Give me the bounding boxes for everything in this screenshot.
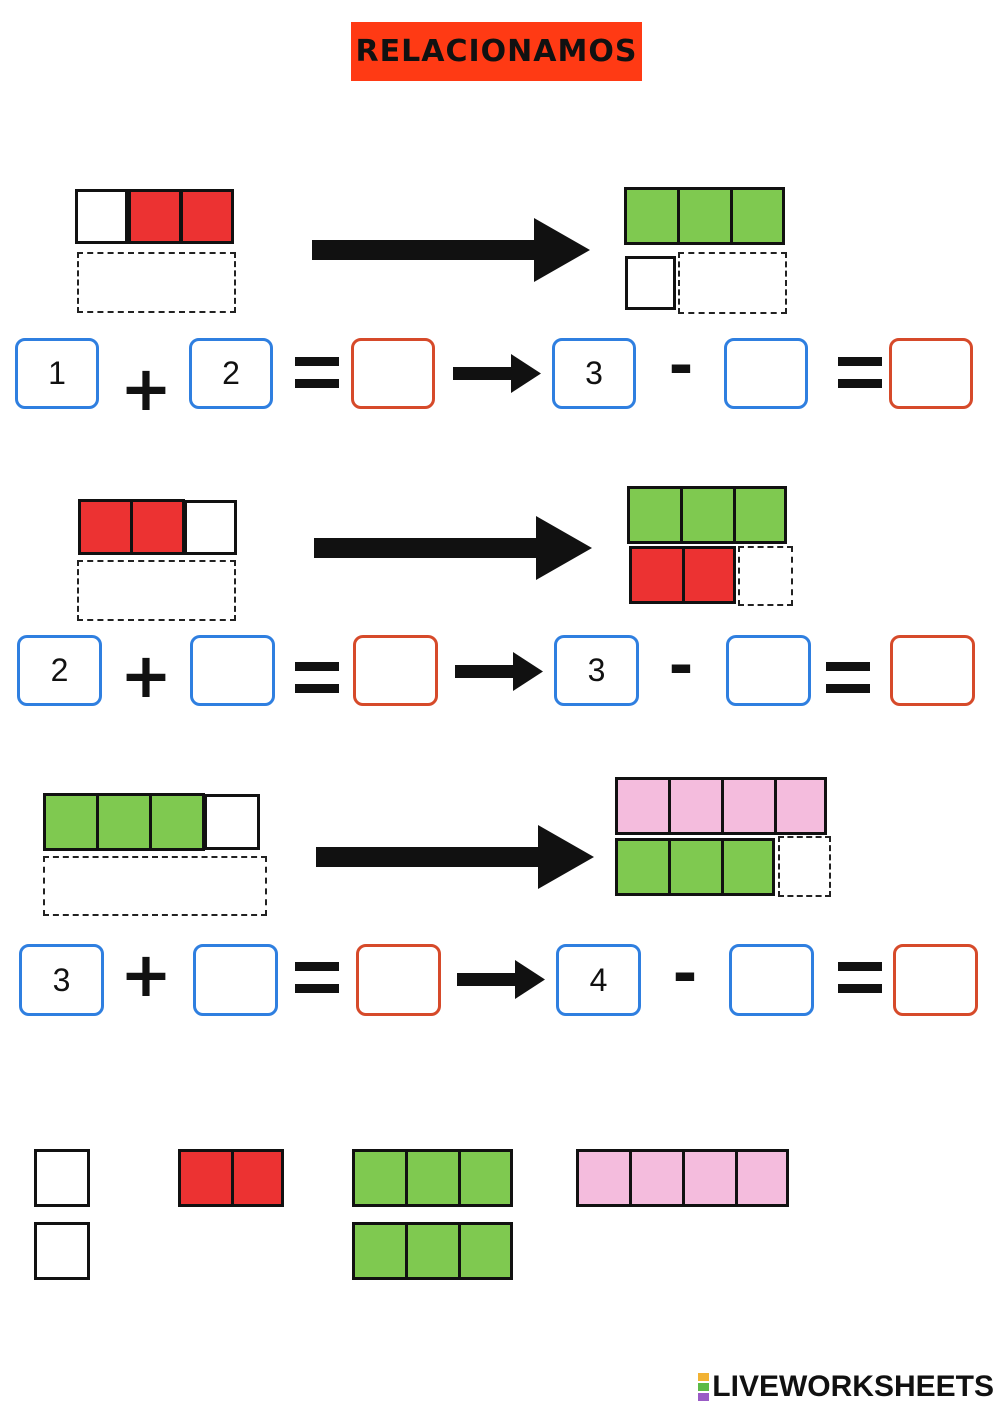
drop-zone[interactable] <box>77 560 236 621</box>
block-unit-red <box>130 499 185 555</box>
answer-input-subtrahend[interactable] <box>724 338 808 409</box>
plus-sign: + <box>120 938 172 1011</box>
answer-input-sum[interactable] <box>351 338 435 409</box>
plus-sign: + <box>120 639 172 712</box>
equals-sign <box>838 357 882 391</box>
draggable-piece-red-2[interactable] <box>178 1149 284 1207</box>
arrow-icon <box>314 516 592 580</box>
arrow-icon <box>312 218 590 282</box>
block-unit-green <box>405 1149 461 1207</box>
equals-sign <box>826 662 870 696</box>
block-unit-green <box>677 187 733 245</box>
block-unit-red <box>78 499 133 555</box>
liveworksheets-logo-icon <box>698 1373 711 1401</box>
block-unit-green <box>458 1149 513 1207</box>
page-title: RELACIONAMOS <box>351 22 642 81</box>
number-box-b: 2 <box>189 338 273 409</box>
answer-input-subtrahend[interactable] <box>729 944 814 1016</box>
answer-input-sum[interactable] <box>353 635 438 706</box>
answer-input-subtrahend[interactable] <box>726 635 811 706</box>
number-box-c: 3 <box>554 635 639 706</box>
block-unit-green <box>405 1222 461 1280</box>
block-unit-green <box>730 187 785 245</box>
block-unit-green <box>96 793 152 851</box>
block-unit-red <box>128 189 182 244</box>
block-unit-red <box>629 546 685 604</box>
block-unit-green <box>352 1149 408 1207</box>
brand-text: LIVEWORKSHEETS <box>712 1370 994 1403</box>
answer-input-sum[interactable] <box>356 944 441 1016</box>
block-unit-pink <box>668 777 724 835</box>
draggable-piece-green-3[interactable] <box>352 1222 513 1280</box>
drop-zone[interactable] <box>43 856 267 916</box>
block-unit-green <box>733 486 787 544</box>
answer-input-difference[interactable] <box>890 635 975 706</box>
block-unit-pink <box>774 777 827 835</box>
block-unit-white <box>204 794 260 850</box>
block-unit-pink <box>721 777 777 835</box>
drop-zone[interactable] <box>77 252 236 313</box>
block-unit-green <box>615 838 671 896</box>
equals-sign <box>295 357 339 391</box>
draggable-piece-pink-4[interactable] <box>576 1149 789 1207</box>
block-unit-green <box>680 486 736 544</box>
block-unit-white <box>184 500 237 555</box>
block-unit-red <box>178 1149 234 1207</box>
number-box-a: 3 <box>19 944 104 1016</box>
block-unit-green <box>149 793 205 851</box>
minus-sign: - <box>672 939 698 1009</box>
block-unit-pink <box>615 777 671 835</box>
block-unit-pink <box>735 1149 789 1207</box>
draggable-piece-white-1[interactable] <box>34 1149 90 1207</box>
arrow-icon <box>457 960 545 999</box>
block-unit-green <box>352 1222 408 1280</box>
block-unit-pink <box>682 1149 738 1207</box>
drop-zone[interactable] <box>778 836 831 897</box>
block-unit-green <box>668 838 724 896</box>
drop-zone[interactable] <box>738 546 793 606</box>
block-unit-white <box>34 1149 90 1207</box>
block-unit-green <box>627 486 683 544</box>
number-box-c: 4 <box>556 944 641 1016</box>
number-box-a: 1 <box>15 338 99 409</box>
block-unit-green <box>624 187 680 245</box>
block-unit-white <box>34 1222 90 1280</box>
answer-input-difference[interactable] <box>889 338 973 409</box>
arrow-icon <box>316 825 594 889</box>
draggable-piece-green-3[interactable] <box>352 1149 513 1207</box>
number-box-c: 3 <box>552 338 636 409</box>
answer-input-addend[interactable] <box>193 944 278 1016</box>
block-unit-pink <box>576 1149 632 1207</box>
plus-sign: + <box>120 352 172 425</box>
block-unit-green <box>721 838 775 896</box>
block-unit-red <box>682 546 736 604</box>
drop-zone[interactable] <box>678 252 787 314</box>
liveworksheets-logo: LIVEWORKSHEETS <box>698 1370 994 1404</box>
answer-input-difference[interactable] <box>893 944 978 1016</box>
block-unit-red <box>180 189 234 244</box>
block-unit-white <box>75 189 128 244</box>
equals-sign <box>295 962 339 996</box>
block-unit-green <box>43 793 99 851</box>
block-unit-green <box>458 1222 513 1280</box>
number-box-a: 2 <box>17 635 102 706</box>
minus-sign: - <box>668 331 694 401</box>
arrow-icon <box>453 354 541 393</box>
block-unit-pink <box>629 1149 685 1207</box>
equals-sign <box>838 962 882 996</box>
block-unit-white <box>625 256 676 310</box>
equals-sign <box>295 662 339 696</box>
arrow-icon <box>455 652 543 691</box>
draggable-piece-white-2[interactable] <box>34 1222 90 1280</box>
answer-input-addend[interactable] <box>190 635 275 706</box>
block-unit-red <box>231 1149 284 1207</box>
minus-sign: - <box>668 631 694 701</box>
